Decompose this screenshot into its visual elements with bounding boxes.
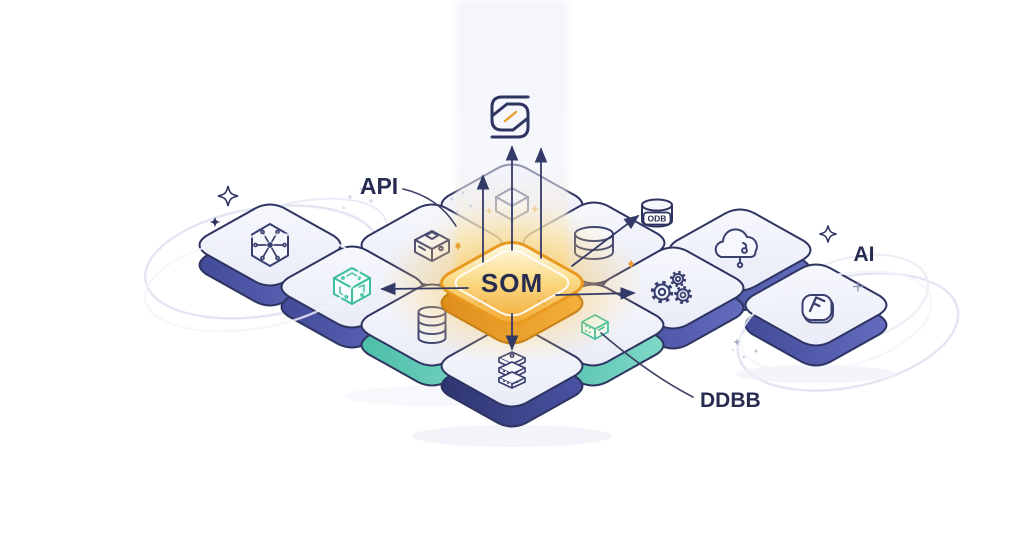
orange-accents (455, 242, 634, 310)
tile-som: SOM (440, 241, 584, 345)
gears-icon (650, 270, 692, 304)
odb-label: ODB (648, 214, 667, 224)
dot-texture (342, 187, 755, 363)
brain-circuit-icon (251, 223, 289, 267)
odb-database-icon: ODB (641, 198, 673, 228)
ai-label: AI (854, 243, 875, 266)
flow-arrows (380, 145, 640, 351)
tile-cloud (668, 208, 812, 312)
sparkle-decorations (209, 185, 864, 363)
arrow-to-gears (555, 287, 636, 300)
api-connector (402, 188, 457, 227)
arrow-to-circuit-cube (380, 282, 469, 296)
arrow-to-odb (571, 214, 640, 267)
circuit-cube-icon (333, 267, 371, 305)
s-logo-icon (490, 95, 530, 139)
cloud-circuit-icon (714, 228, 758, 269)
f-key-icon (801, 294, 834, 324)
label-connectors (402, 188, 694, 398)
api-label: API (360, 173, 398, 199)
som-label: SOM (481, 268, 543, 298)
tile-circuit-cube (280, 245, 424, 349)
ddbb-connector (600, 332, 694, 398)
tile-f-key (744, 263, 888, 367)
swirl-decorations-front (143, 233, 933, 374)
ddbb-label: DDBB (700, 389, 761, 412)
tile-gears (601, 246, 745, 350)
